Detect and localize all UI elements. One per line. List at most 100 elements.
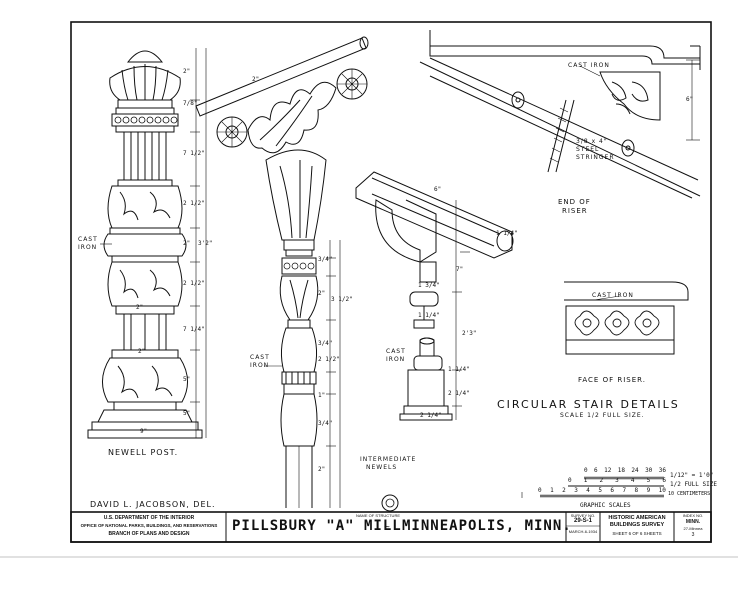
scale1-tick: 6 bbox=[594, 467, 598, 474]
sheet-number: SHEET 6 OF 6 SHEETS bbox=[612, 531, 662, 536]
dim-bracket-7: 1 1/4" bbox=[448, 366, 470, 373]
dim-bracket-6: 1 1/4" bbox=[418, 312, 440, 319]
scale3-tick: 9 bbox=[646, 487, 651, 494]
scale2-tick: 1 bbox=[583, 477, 588, 484]
scale3-ticks: 0 1 2 3 4 5 6 7 8 9 10 bbox=[538, 487, 666, 494]
newell-post-label: NEWELL POST. bbox=[108, 448, 179, 457]
scale3-tick: 5 bbox=[598, 487, 602, 494]
survey-no-label: SURVEY NO. bbox=[570, 513, 596, 518]
dim-intermediate-3: 2" bbox=[318, 290, 326, 297]
dim-newel-1: 2" bbox=[183, 68, 191, 75]
scale2-label: 1/2 FULL SIZE bbox=[670, 481, 717, 488]
end-of-riser-label-1: END OF bbox=[558, 198, 591, 206]
steel-stringer-label-2: STEEL bbox=[576, 146, 600, 153]
scale3-tick: 7 bbox=[622, 487, 627, 494]
dim-newel-4: 2 1/2" bbox=[183, 200, 205, 207]
scale3-tick: 0 bbox=[538, 487, 542, 494]
dim-intermediate-5: 3/4" bbox=[318, 340, 333, 347]
scale3-tick: 8 bbox=[634, 487, 639, 494]
structure-dash: ~ bbox=[384, 522, 390, 533]
scale1-tick: 18 bbox=[617, 467, 625, 474]
dim-intermediate-6: 2 1/2" bbox=[318, 356, 340, 363]
graphic-scales-caption: GRAPHIC SCALES bbox=[580, 502, 631, 509]
dim-intermediate-9: 2" bbox=[318, 466, 326, 473]
dim-bracket-2: 1 1/4" bbox=[496, 230, 518, 237]
title-block bbox=[70, 494, 712, 543]
cast-iron-intermediate-label-a: CAST bbox=[250, 354, 270, 361]
scale1-tick: 36 bbox=[658, 467, 666, 474]
drawing-scale: SCALE 1/2 FULL SIZE. bbox=[560, 412, 645, 419]
dim-newel-6: 2 1/2" bbox=[183, 280, 205, 287]
scale3-tick: 1 bbox=[550, 487, 554, 494]
scale2-tick: 2 bbox=[599, 477, 604, 484]
scale2-tick: 5 bbox=[646, 477, 651, 484]
dim-intermediate-7: 1" bbox=[318, 392, 326, 399]
cast-iron-newel-label-a: CAST bbox=[78, 236, 98, 243]
cast-iron-newel-label-b: IRON bbox=[78, 244, 98, 251]
structure-location: MINNEAPOLIS, MINN. bbox=[402, 518, 572, 534]
scale1-tick: 30 bbox=[645, 467, 653, 474]
dim-intermediate-4: 3 1/2" bbox=[331, 296, 353, 303]
scale2-tick: 6 bbox=[662, 477, 666, 484]
cast-iron-lower-label-a: CAST bbox=[386, 348, 406, 355]
scale1-ticks: 0 6 12 18 24 30 36 bbox=[584, 467, 666, 474]
dim-bracket-8: 2 1/4" bbox=[448, 390, 470, 397]
dim-newel-9: 7 1/4" bbox=[183, 326, 205, 333]
index-line-2: 27-Minnea bbox=[683, 526, 703, 531]
dim-newel-13: 9" bbox=[140, 428, 148, 435]
index-label: INDEX NO. bbox=[682, 513, 704, 518]
scale2-ticks: 0 1 2 3 4 5 6 bbox=[568, 477, 666, 484]
dim-intermediate-2: 3/4" bbox=[318, 256, 333, 263]
dim-riser: 6" bbox=[686, 96, 694, 103]
graphic-scales bbox=[521, 476, 664, 498]
face-of-riser-label: FACE OF RISER. bbox=[578, 376, 646, 384]
name-of-structure-label: NAME OF STRUCTURE bbox=[356, 513, 400, 518]
cast-iron-stringer-label: CAST IRON bbox=[568, 62, 610, 69]
dim-bracket-5: 2'3" bbox=[462, 330, 477, 337]
dim-newel-12: 5" bbox=[183, 410, 191, 417]
steel-stringer-label-3: STRINGER bbox=[576, 154, 615, 161]
agency-line-1: U.S. DEPARTMENT OF THE INTERIOR bbox=[103, 515, 195, 521]
steel-stringer-label-1: 3/8 x 4" bbox=[576, 138, 608, 145]
scale3-tick: 4 bbox=[586, 487, 590, 494]
scale2-tick: 3 bbox=[615, 477, 619, 484]
dim-bracket-4: 1 3/4" bbox=[418, 282, 440, 289]
survey-date: MARCH-6-1934 bbox=[568, 529, 598, 534]
intermediate-newels-label-2: NEWELS bbox=[366, 464, 398, 471]
dim-newel-11: 2" bbox=[138, 348, 146, 355]
agency-line-2: OFFICE OF NATIONAL PARKS, BUILDINGS, AND… bbox=[80, 523, 218, 528]
dim-newel-3: 7 1/2" bbox=[183, 150, 205, 157]
index-line-1: MINN. bbox=[685, 519, 701, 525]
newell-post-drawing bbox=[87, 48, 207, 439]
structure-name: PILLSBURY "A" MILL bbox=[232, 518, 402, 534]
scale1-tick: 0 bbox=[584, 467, 588, 474]
scale1-label: 1/12" = 1'0" bbox=[670, 472, 714, 479]
end-of-riser-label-2: RISER bbox=[562, 207, 588, 215]
scale3-label: 10 CENTIMETERS bbox=[668, 491, 711, 497]
scale3-tick: 6 bbox=[610, 487, 614, 494]
handrail-bracket-drawing bbox=[355, 171, 514, 421]
delineator-signature: DAVID L. JACOBSON, DEL. bbox=[90, 500, 216, 509]
index-line-3: 3 bbox=[691, 532, 695, 538]
intermediate-newel-drawing bbox=[195, 36, 369, 508]
scale3-tick: 2 bbox=[562, 487, 566, 494]
cast-iron-intermediate-label-b: IRON bbox=[250, 362, 270, 369]
dim-newel-8: 2" bbox=[136, 304, 144, 311]
dim-bracket-1: 6" bbox=[434, 186, 442, 193]
cast-iron-lower-label-b: IRON bbox=[386, 356, 406, 363]
agency-line-3: BRANCH OF PLANS AND DESIGN bbox=[108, 531, 190, 537]
scale1-tick: 12 bbox=[604, 467, 612, 474]
dim-newel-10: 5" bbox=[183, 376, 191, 383]
scale1-tick: 24 bbox=[631, 467, 639, 474]
dim-newel-2: 7/8" bbox=[183, 100, 198, 107]
survey-no: 29-S-1 bbox=[573, 518, 592, 524]
scale3-tick: 3 bbox=[574, 487, 578, 494]
dim-newel-7: 3'2" bbox=[198, 240, 213, 247]
dim-intermediate-1: 2" bbox=[252, 76, 260, 83]
stringer-detail-drawing bbox=[419, 30, 701, 199]
dim-intermediate-8: 3/4" bbox=[318, 420, 333, 427]
intermediate-newels-label-1: INTERMEDIATE bbox=[360, 456, 417, 463]
drawing-title: CIRCULAR STAIR DETAILS bbox=[497, 398, 680, 411]
scale2-tick: 0 bbox=[568, 477, 572, 484]
